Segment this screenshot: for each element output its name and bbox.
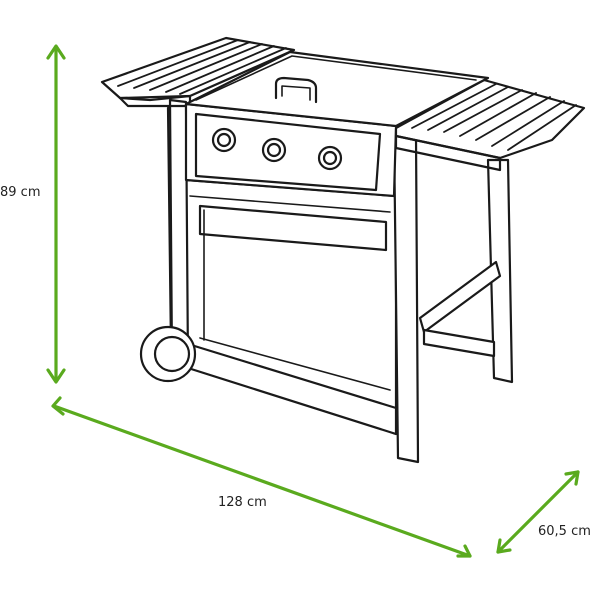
width-arrow-line <box>52 404 472 558</box>
depth-arrow-head-top <box>564 470 580 486</box>
left-side-table <box>100 36 296 108</box>
lid-handle <box>274 76 318 104</box>
burner-knob-left <box>211 127 237 153</box>
right-lower-brace <box>418 260 502 334</box>
width-arrow-head-left <box>51 396 65 416</box>
width-label: 128 cm <box>218 495 267 510</box>
front-right-leg <box>392 132 420 464</box>
height-arrow-head-bottom <box>46 368 66 384</box>
height-dimension-arrow <box>46 44 66 384</box>
cabinet-door-panel <box>198 204 388 252</box>
lid-edge <box>195 55 477 101</box>
width-arrow-head-right <box>456 544 472 558</box>
rear-right-leg <box>486 158 514 384</box>
depth-label: 60,5 cm <box>538 524 591 539</box>
grill-wheel <box>139 325 197 383</box>
width-dimension-arrow <box>51 396 472 558</box>
cabinet-bottom-rail <box>199 337 391 391</box>
burner-knob-middle <box>261 137 287 163</box>
lid-handle-inner <box>281 85 311 101</box>
cabinet-top-rail <box>189 195 391 213</box>
height-label: 89 cm <box>0 185 41 200</box>
depth-arrow-head-bottom <box>496 538 512 554</box>
burner-knob-right <box>317 145 343 171</box>
right-bottom-brace <box>422 328 496 358</box>
gas-grill-drawing <box>100 36 586 464</box>
height-arrow-head-top <box>46 44 66 60</box>
depth-dimension-arrow <box>496 470 580 554</box>
depth-arrow-line <box>496 470 580 554</box>
control-panel <box>194 112 382 192</box>
